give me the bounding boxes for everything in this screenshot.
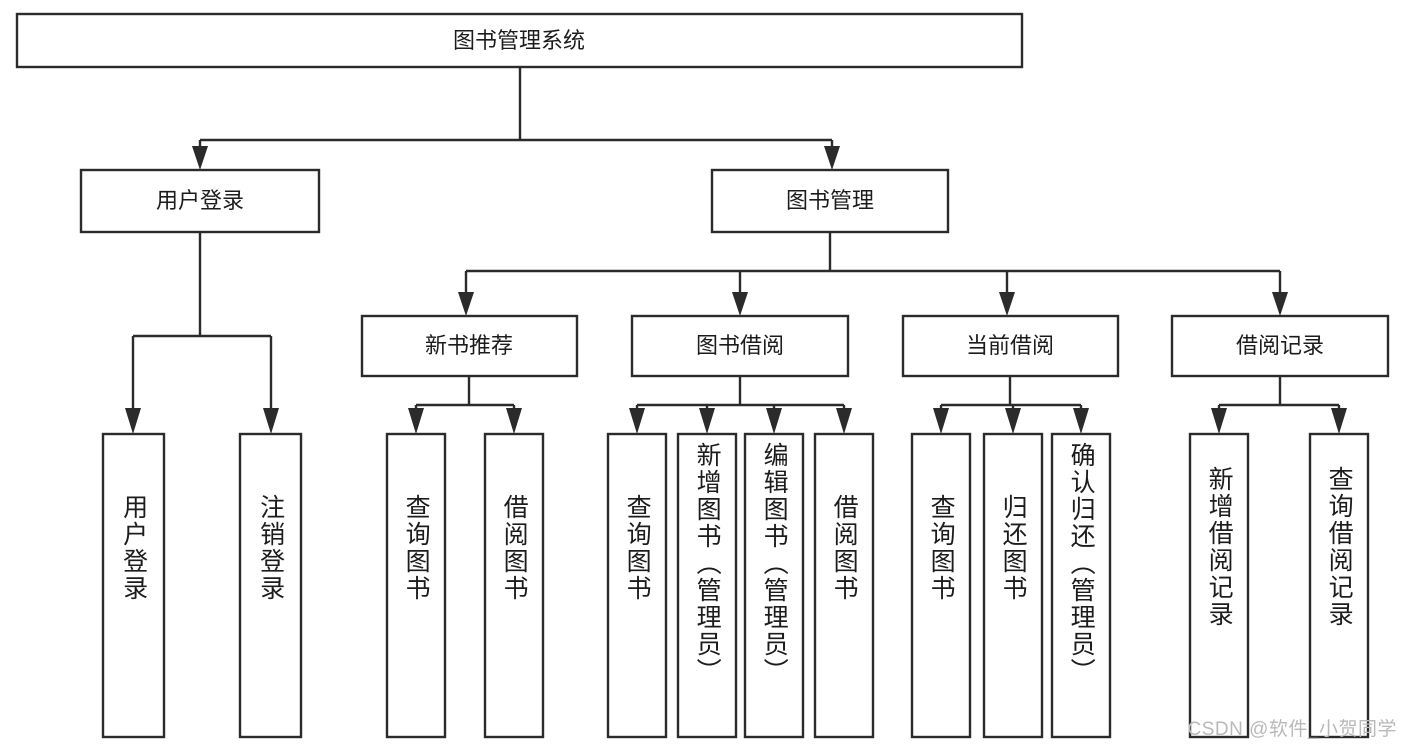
- node-leaf-borrow-book-1-box[interactable]: [483, 432, 545, 739]
- node-current-borrow-box[interactable]: [901, 314, 1120, 378]
- node-leaf-add-borrow-record-box[interactable]: [1188, 432, 1250, 739]
- arrow-head-leaf-return-book: [1005, 408, 1021, 434]
- arrow-head-leaf-user-login: [125, 408, 141, 434]
- connector-layer: [125, 67, 1347, 434]
- arrow-head-leaf-edit-book-admin: [766, 408, 782, 434]
- arrow-head-leaf-query-book-3: [933, 408, 949, 434]
- node-new-book-recommend-box[interactable]: [360, 314, 579, 378]
- arrow-head-leaf-add-borrow-record: [1211, 408, 1227, 434]
- arrow-head-leaf-add-book-admin: [699, 408, 715, 434]
- node-book-borrow[interactable]: 图书借阅: [630, 314, 850, 378]
- arrow-head-leaf-query-book-2: [629, 408, 645, 434]
- node-borrow-record[interactable]: 借阅记录: [1170, 314, 1390, 378]
- node-leaf-return-book-box[interactable]: [982, 432, 1044, 739]
- node-root[interactable]: 图书管理系统: [15, 12, 1024, 69]
- csdn-watermark: CSDN @软件_小贺同学: [1187, 719, 1397, 740]
- node-leaf-confirm-return-admin-box[interactable]: [1050, 432, 1112, 739]
- node-current-borrow-label: 当前借阅: [966, 333, 1054, 358]
- arrow-head-book-management: [824, 146, 840, 170]
- node-leaf-user-login-box[interactable]: [101, 432, 166, 739]
- node-user-login-label: 用户登录: [156, 188, 244, 213]
- node-root-box[interactable]: [15, 12, 1024, 69]
- node-leaf-borrow-book-2-box[interactable]: [813, 432, 875, 739]
- arrow-head-current-borrow: [999, 292, 1015, 316]
- node-root-label: 图书管理系统: [453, 28, 585, 53]
- node-leaf-query-book-3-box[interactable]: [910, 432, 972, 739]
- arrow-head-leaf-query-book-1: [408, 408, 424, 434]
- node-leaf-edit-book-admin-box[interactable]: [743, 432, 805, 739]
- node-book-borrow-box[interactable]: [630, 314, 850, 378]
- arrow-head-leaf-borrow-book-2: [836, 408, 852, 434]
- node-book-management[interactable]: 图书管理: [710, 168, 950, 234]
- arrow-head-new-book-recommend: [458, 292, 474, 316]
- arrow-head-leaf-user-logout: [263, 408, 279, 434]
- node-leaf-query-book-1-box[interactable]: [385, 432, 447, 739]
- node-leaf-add-book-admin-box[interactable]: [676, 432, 738, 739]
- node-leaf-query-book-2-box[interactable]: [606, 432, 668, 739]
- node-new-book-recommend[interactable]: 新书推荐: [360, 314, 579, 378]
- leaf-node-layer: [101, 432, 1370, 739]
- arrow-head-leaf-confirm-return-admin: [1073, 408, 1089, 434]
- node-layer: 图书管理系统 用户登录 图书管理 新书推荐 图书借阅 当前: [15, 12, 1390, 739]
- node-current-borrow[interactable]: 当前借阅: [901, 314, 1120, 378]
- arrow-head-user-login: [192, 146, 208, 170]
- node-new-book-recommend-label: 新书推荐: [425, 333, 513, 358]
- node-leaf-user-logout-box[interactable]: [238, 432, 303, 739]
- arrow-head-leaf-query-borrow-record: [1331, 408, 1347, 434]
- node-book-borrow-label: 图书借阅: [696, 333, 784, 358]
- arrow-head-leaf-borrow-book-1: [506, 408, 522, 434]
- arrow-head-borrow-record: [1272, 292, 1288, 316]
- node-book-management-label: 图书管理: [786, 188, 874, 213]
- arrow-head-book-borrow: [732, 292, 748, 316]
- node-leaf-query-borrow-record-box[interactable]: [1308, 432, 1370, 739]
- node-user-login-box[interactable]: [79, 168, 321, 234]
- node-user-login[interactable]: 用户登录: [79, 168, 321, 234]
- node-book-management-box[interactable]: [710, 168, 950, 234]
- node-borrow-record-box[interactable]: [1170, 314, 1390, 378]
- node-borrow-record-label: 借阅记录: [1236, 333, 1324, 358]
